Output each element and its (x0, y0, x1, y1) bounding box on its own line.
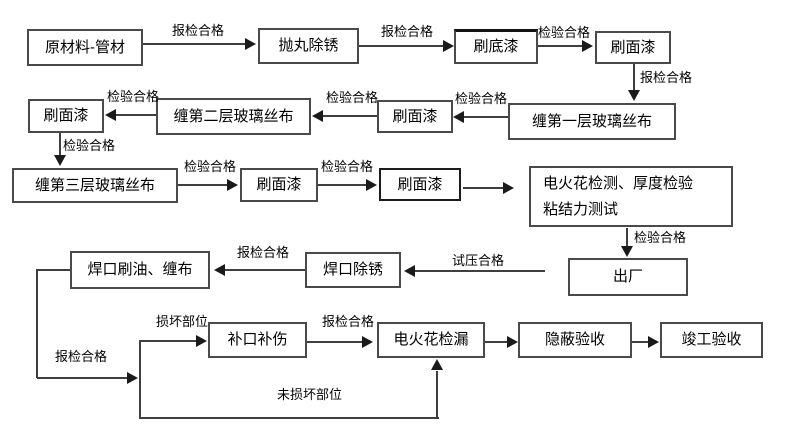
edge-label: 未损坏部位 (277, 387, 343, 402)
arrowhead-right-icon (196, 335, 207, 347)
arrowhead-right-icon (245, 38, 256, 50)
arrowhead-left-icon (453, 111, 464, 123)
node-brush-topcoat-4: 刷面漆 (240, 168, 318, 202)
flow-line (323, 115, 377, 117)
flow-line (626, 228, 628, 247)
node-wrap-glass-cloth-layer2: 缠第二层玻璃丝布 (156, 98, 311, 135)
flow-line (140, 340, 196, 342)
edge-label: 检验合格 (538, 25, 591, 40)
node-shot-blast-derust: 抛丸除锈 (258, 28, 359, 64)
edge-label: 报检合格 (640, 70, 693, 85)
edge-label: 损坏部位 (156, 314, 209, 329)
node-weld-joint-oil-wrap: 焊口刷油、缠布 (70, 251, 210, 289)
flow-line (463, 187, 503, 189)
edge-label: 检验合格 (326, 90, 379, 105)
node-patch-repair: 补口补伤 (208, 322, 307, 358)
arrowhead-right-icon (362, 336, 373, 348)
arrowhead-right-icon (648, 336, 659, 348)
arrowhead-right-icon (227, 179, 238, 191)
flow-line (37, 377, 127, 379)
flow-line (632, 341, 648, 343)
arrowhead-down-icon (628, 90, 640, 101)
arrowhead-left-icon (312, 110, 323, 122)
flow-line (116, 114, 156, 116)
flow-line (37, 269, 70, 271)
arrowhead-down-icon (621, 246, 633, 257)
node-weld-joint-derust: 焊口除锈 (305, 252, 401, 288)
arrowhead-right-icon (582, 40, 593, 52)
flow-line (59, 133, 61, 156)
arrowhead-right-icon (443, 40, 454, 52)
node-brush-topcoat-5: 刷面漆 (379, 168, 461, 201)
node-leave-factory: 出厂 (568, 258, 688, 296)
flow-line (225, 269, 305, 271)
flow-line (633, 64, 635, 91)
node-hidden-acceptance: 隐蔽验收 (518, 322, 632, 358)
node-spark-leak-test: 电火花检漏 (377, 322, 485, 358)
flow-line (307, 341, 362, 343)
arrowhead-right-icon (507, 336, 518, 348)
node-completion-acceptance: 竣工验收 (660, 322, 763, 358)
edge-label: 试压合格 (452, 253, 505, 268)
edge-label: 检验合格 (321, 159, 374, 174)
edge-label: 报检合格 (172, 23, 225, 38)
arrowhead-left-icon (214, 264, 225, 276)
flow-line (436, 371, 438, 419)
arrowhead-right-icon (127, 372, 138, 384)
edge-label: 检验合格 (63, 138, 116, 153)
flow-line (139, 340, 141, 419)
arrowhead-right-icon (366, 179, 377, 191)
flow-line (318, 184, 366, 186)
arrowhead-left-icon (105, 109, 116, 121)
node-raw-material: 原材料-管材 (27, 29, 143, 66)
node-spark-thickness-adhesion-test: 电火花检测、厚度检验 粘结力测试 (529, 166, 733, 227)
node-wrap-glass-cloth-layer3: 缠第三层玻璃丝布 (12, 168, 178, 203)
flow-line (143, 43, 245, 45)
edge-label: 报检合格 (322, 314, 375, 329)
edge-label: 检验合格 (455, 91, 508, 106)
arrowhead-up-icon (431, 359, 443, 370)
arrowhead-down-icon (54, 155, 66, 166)
arrowhead-left-icon (404, 265, 415, 277)
node-brush-topcoat-3: 刷面漆 (28, 99, 104, 133)
edge-label: 报检合格 (55, 349, 108, 364)
node-wrap-glass-cloth-layer1: 缠第一层玻璃丝布 (508, 103, 676, 140)
flow-line (538, 45, 582, 47)
edge-label: 检验合格 (184, 159, 237, 174)
edge-label: 检验合格 (107, 89, 160, 104)
flow-line (359, 45, 443, 47)
edge-label: 报检合格 (381, 24, 434, 39)
node-brush-topcoat-1: 刷面漆 (595, 31, 671, 64)
flow-line (178, 184, 227, 186)
node-brush-primer: 刷底漆 (454, 29, 538, 64)
edge-label: 检验合格 (634, 230, 687, 245)
node-brush-topcoat-2: 刷面漆 (377, 100, 453, 133)
flow-line (415, 270, 545, 272)
flow-line (36, 269, 38, 378)
arrowhead-right-icon (503, 182, 514, 194)
flow-line (485, 341, 507, 343)
edge-label: 报检合格 (237, 245, 290, 260)
flow-line (464, 116, 508, 118)
flow-line (140, 417, 439, 419)
